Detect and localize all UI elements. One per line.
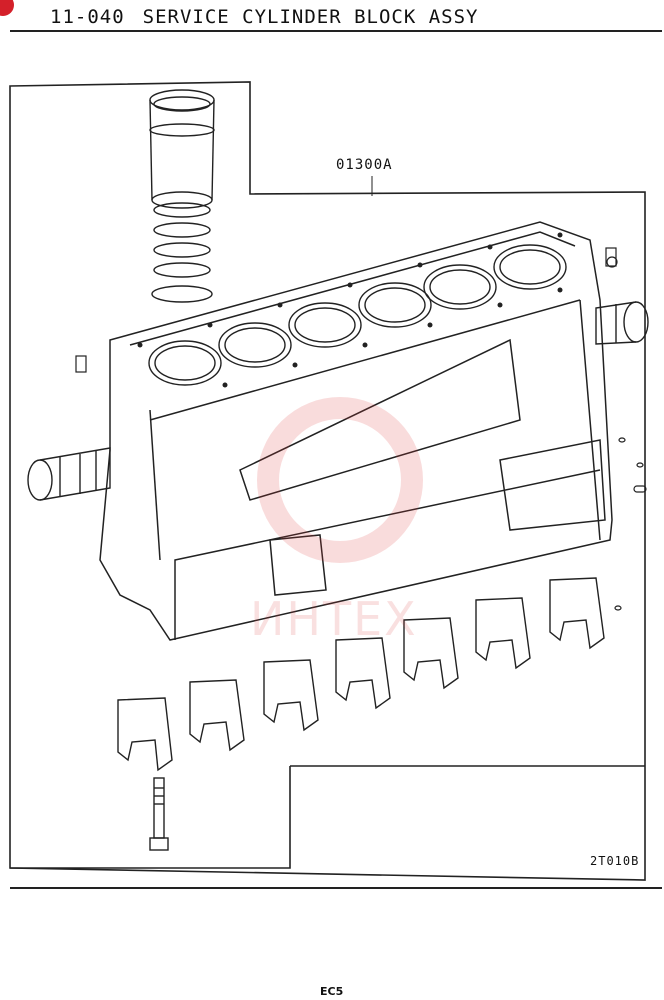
part-number-label: 01300A	[336, 157, 393, 173]
title-rule	[10, 30, 662, 32]
plugs	[75, 247, 618, 373]
watermark-text: ИНТЕХ	[250, 592, 418, 646]
section-number: 11-040	[50, 6, 125, 28]
corner-badge	[0, 0, 14, 16]
section-title: SERVICE CYLINDER BLOCK ASSY	[142, 6, 479, 28]
footer-code: EC5	[320, 985, 344, 998]
bottom-rule	[10, 887, 662, 889]
cap-bolt	[149, 777, 169, 851]
dowel-pins	[614, 437, 647, 611]
bearing-caps	[117, 577, 605, 772]
deck-bolt-holes	[137, 232, 563, 388]
engine-block	[99, 221, 613, 641]
left-sleeve	[27, 447, 111, 501]
frame-notch	[10, 766, 291, 869]
watermark-gear	[257, 397, 423, 563]
cylinder-liner	[149, 89, 215, 303]
figure-code: 2T010B	[590, 854, 640, 868]
cylinder-bores	[148, 244, 567, 386]
page-title: 11-040 SERVICE CYLINDER BLOCK ASSY	[50, 6, 479, 28]
right-sleeve	[595, 301, 649, 345]
